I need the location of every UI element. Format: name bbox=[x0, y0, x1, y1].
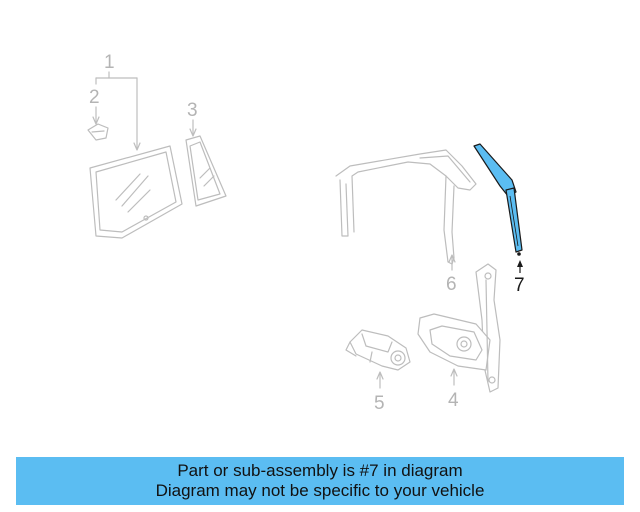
window-regulator-part-4 bbox=[417, 263, 501, 393]
clip-part-2 bbox=[87, 123, 109, 141]
callout-7[interactable]: 7 bbox=[514, 275, 525, 296]
callout-3-leader bbox=[189, 119, 197, 137]
callout-5-leader bbox=[376, 371, 384, 389]
vent-glass-part-3 bbox=[185, 135, 227, 207]
banner-line-1: Part or sub-assembly is #7 in diagram bbox=[177, 461, 463, 480]
info-banner: Part or sub-assembly is #7 in diagram Di… bbox=[16, 457, 624, 505]
callout-7-leader bbox=[517, 260, 523, 273]
glass-run-channel-part-7[interactable] bbox=[473, 143, 523, 256]
banner-line-2: Diagram may not be specific to your vehi… bbox=[155, 481, 485, 500]
callout-2-leader bbox=[92, 106, 100, 125]
door-frame-part-6 bbox=[335, 149, 477, 265]
callout-5[interactable]: 5 bbox=[374, 393, 385, 414]
callout-4-leader bbox=[450, 368, 458, 386]
callout-1[interactable]: 1 bbox=[104, 52, 115, 73]
quarter-glass-part-1 bbox=[89, 145, 183, 239]
regulator-motor-part-5 bbox=[345, 329, 411, 371]
callout-6-leader bbox=[448, 254, 456, 271]
callout-6[interactable]: 6 bbox=[446, 274, 457, 295]
callout-3[interactable]: 3 bbox=[187, 100, 198, 121]
callout-2[interactable]: 2 bbox=[89, 87, 100, 108]
parts-diagram: 1 2 3 6 bbox=[87, 52, 525, 414]
callout-4[interactable]: 4 bbox=[448, 390, 459, 411]
callout-1-bracket bbox=[95, 71, 141, 151]
